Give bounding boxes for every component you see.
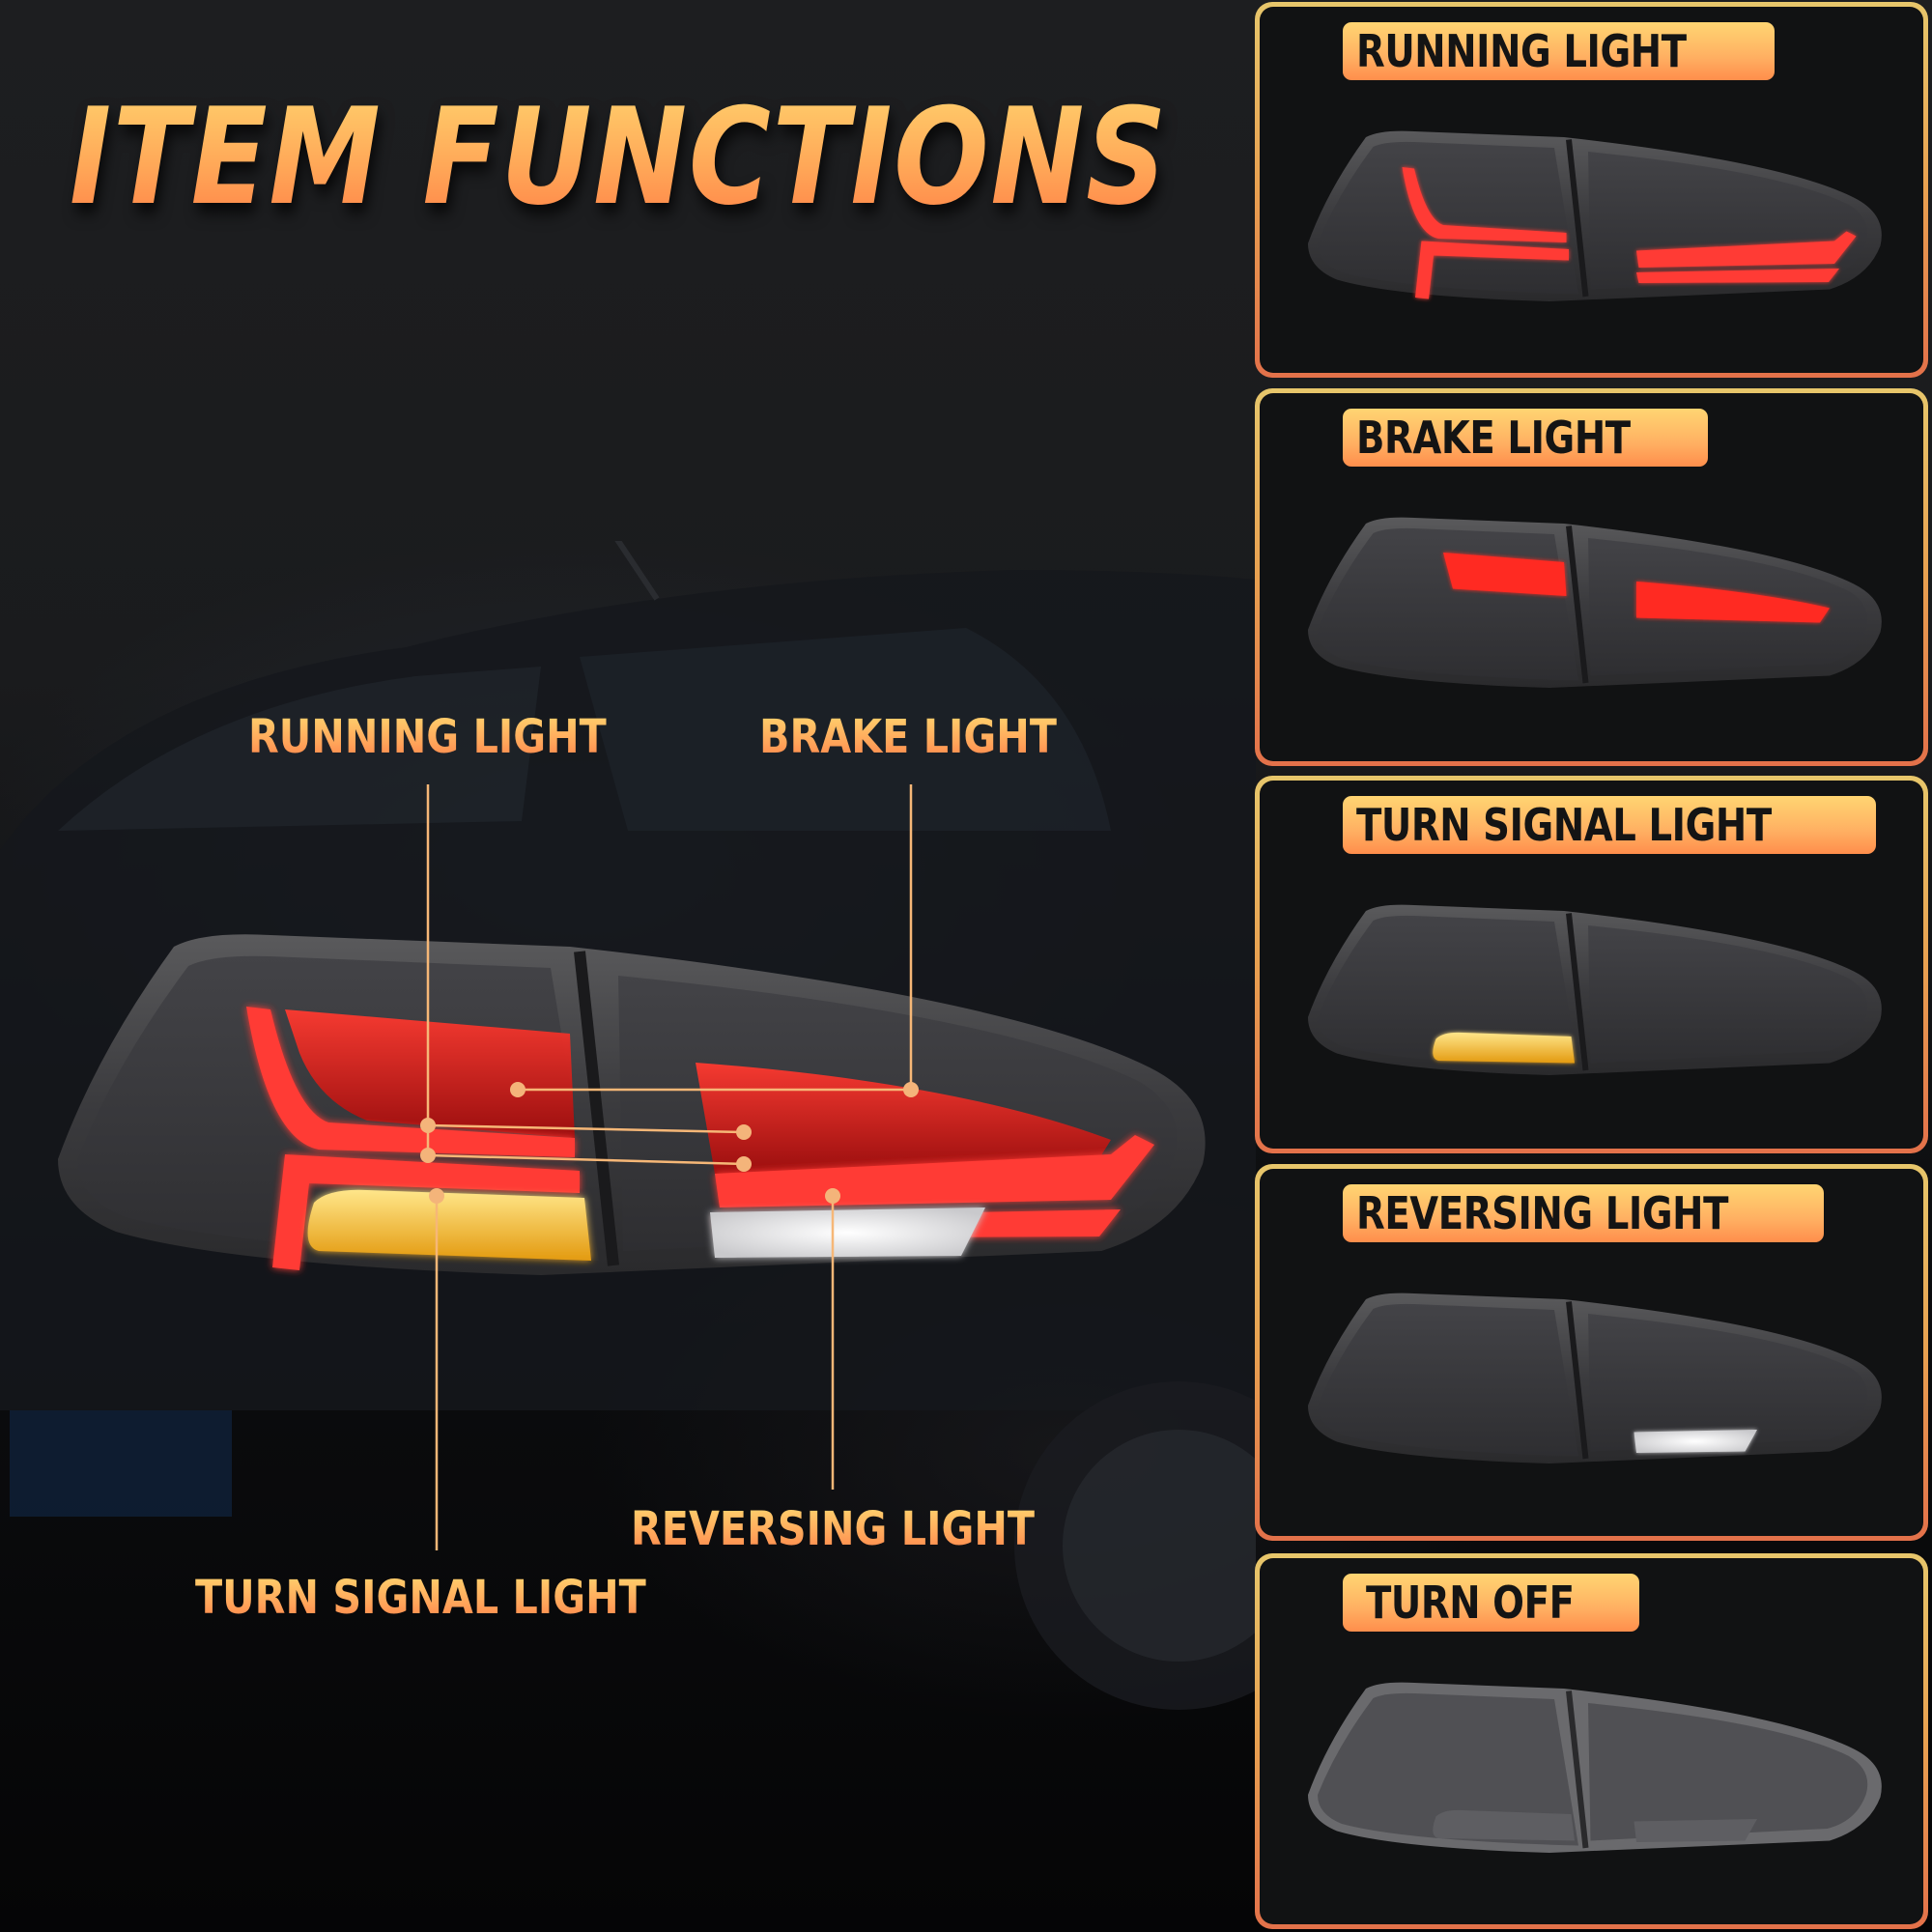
- tail-light-thumbnail-running: [1308, 130, 1882, 301]
- panel-label-badge: REVERSING LIGHT: [1343, 1184, 1825, 1242]
- callout-reversing-light: REVERSING LIGHT: [631, 1502, 1036, 1556]
- panel-turn-signal-light: TURN SIGNAL LIGHT: [1255, 776, 1928, 1153]
- tail-light-thumbnail-reverse: [1308, 1293, 1882, 1463]
- main-tail-light: [58, 934, 1206, 1275]
- panel-brake-light: BRAKE LIGHT: [1255, 388, 1928, 766]
- callout-turn-signal-light: TURN SIGNAL LIGHT: [195, 1571, 646, 1625]
- callout-brake-light: BRAKE LIGHT: [759, 710, 1058, 764]
- callout-running-light: RUNNING LIGHT: [248, 710, 607, 764]
- panel-label-badge: BRAKE LIGHT: [1343, 409, 1708, 467]
- panel-label-badge: RUNNING LIGHT: [1343, 22, 1775, 80]
- tail-light-thumbnail-turn: [1308, 904, 1882, 1075]
- panel-label-badge: TURN SIGNAL LIGHT: [1343, 796, 1876, 854]
- panel-label-badge: TURN OFF: [1343, 1574, 1639, 1632]
- tail-light-thumbnail-off: [1308, 1682, 1882, 1853]
- panel-reversing-light: REVERSING LIGHT: [1255, 1164, 1928, 1541]
- tail-light-thumbnail-brake: [1308, 517, 1882, 688]
- panel-running-light: RUNNING LIGHT: [1255, 2, 1928, 378]
- page-title: ITEM FUNCTIONS: [70, 79, 1169, 235]
- panel-turn-off: TURN OFF: [1255, 1553, 1928, 1929]
